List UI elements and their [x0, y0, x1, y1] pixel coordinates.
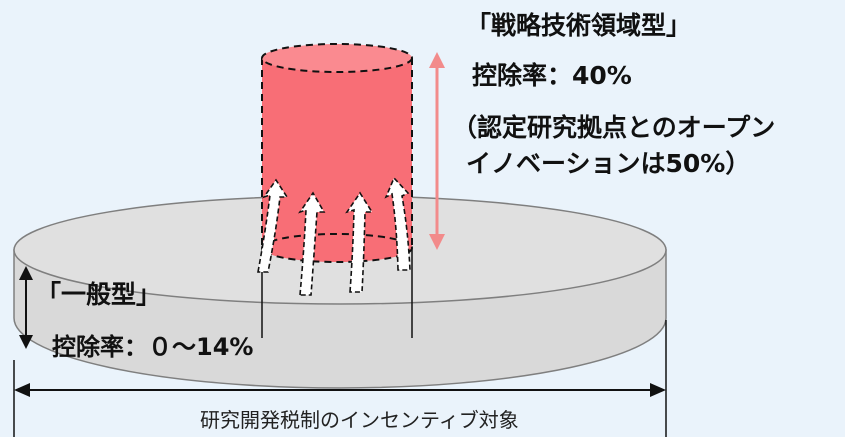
- general-height-arrow: [19, 266, 33, 349]
- strategic-note-line1: （認定研究拠点とのオープン: [452, 113, 776, 142]
- up-arrow-3: [345, 191, 374, 293]
- scope-arrow: [13, 320, 667, 437]
- upward-arrows: [257, 176, 411, 296]
- up-arrow-1: [257, 178, 289, 273]
- general-deduction-rate: 控除率：０～14%: [52, 333, 254, 361]
- strategic-deduction-rate: 控除率：40%: [472, 61, 632, 90]
- strategic-height-arrow: [429, 52, 445, 250]
- up-arrow-2: [297, 191, 326, 296]
- strategic-cylinder: [261, 43, 413, 263]
- up-arrow-4: [384, 176, 411, 271]
- strategic-type-title: 「戦略技術領域型」: [466, 11, 692, 40]
- strategic-note-line2: イノベーションは50%）: [466, 149, 751, 178]
- incentive-scope-label: 研究開発税制のインセンティブ対象: [200, 408, 519, 432]
- general-type-title: 「一般型」: [36, 280, 162, 309]
